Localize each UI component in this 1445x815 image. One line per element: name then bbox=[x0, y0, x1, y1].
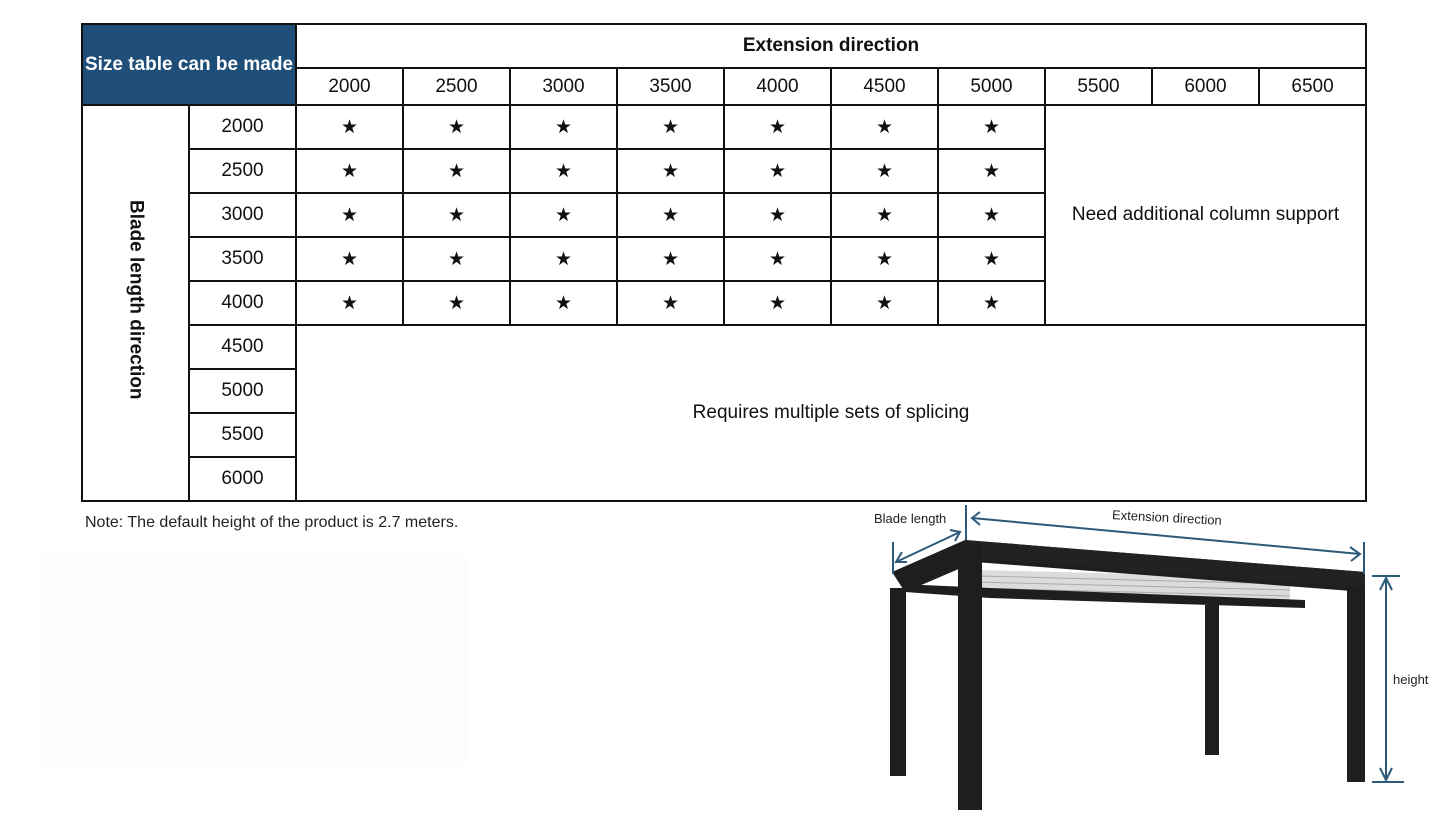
need-column-support-cell: Need additional column support bbox=[1043, 104, 1368, 326]
available-star-icon: ★ bbox=[937, 148, 1046, 194]
extension-column-header: 4500 bbox=[830, 67, 939, 106]
available-star-icon: ★ bbox=[509, 104, 618, 150]
table-row: 3500★★★★★★★ bbox=[82, 236, 1366, 282]
table-row: 2500★★★★★★★ bbox=[82, 148, 1366, 194]
height-label: height bbox=[1393, 672, 1429, 687]
available-star-icon: ★ bbox=[830, 104, 939, 150]
available-star-icon: ★ bbox=[402, 148, 511, 194]
extension-column-header: 3000 bbox=[509, 67, 618, 106]
extension-column-header: 5500 bbox=[1044, 67, 1153, 106]
blade-row-header: 3500 bbox=[188, 236, 297, 282]
available-star-icon: ★ bbox=[937, 236, 1046, 282]
available-star-icon: ★ bbox=[509, 280, 618, 326]
available-star-icon: ★ bbox=[723, 104, 832, 150]
blade-row-header: 2500 bbox=[188, 148, 297, 194]
available-star-icon: ★ bbox=[402, 280, 511, 326]
available-star-icon: ★ bbox=[295, 236, 404, 282]
available-star-icon: ★ bbox=[295, 148, 404, 194]
blade-row-header: 5500 bbox=[188, 412, 297, 458]
available-star-icon: ★ bbox=[616, 148, 725, 194]
table-row: 3000★★★★★★★ bbox=[82, 192, 1366, 238]
blank-panel bbox=[40, 555, 468, 765]
extension-column-header: 6500 bbox=[1257, 67, 1368, 106]
blade-length-direction-header: Blade length direction bbox=[81, 104, 190, 502]
available-star-icon: ★ bbox=[937, 280, 1046, 326]
blade-row-header: 4000 bbox=[188, 280, 297, 326]
extension-column-header: 2500 bbox=[402, 67, 511, 106]
splicing-required-cell: Requires multiple sets of splicing bbox=[294, 324, 1368, 502]
blade-row-header: 2000 bbox=[188, 104, 297, 150]
blade-row-header: 4500 bbox=[188, 324, 297, 370]
available-star-icon: ★ bbox=[723, 192, 832, 238]
available-star-icon: ★ bbox=[295, 280, 404, 326]
corner-header: Size table can be made bbox=[81, 23, 297, 106]
available-star-icon: ★ bbox=[723, 236, 832, 282]
available-star-icon: ★ bbox=[616, 104, 725, 150]
available-star-icon: ★ bbox=[509, 192, 618, 238]
blade-length-label: Blade length bbox=[874, 511, 947, 526]
blade-row-header: 6000 bbox=[188, 456, 297, 502]
height-note: Note: The default height of the product … bbox=[85, 514, 459, 531]
available-star-icon: ★ bbox=[295, 192, 404, 238]
available-star-icon: ★ bbox=[723, 148, 832, 194]
pergola-illustration-icon bbox=[890, 505, 1404, 810]
extension-column-header: 4000 bbox=[723, 67, 832, 106]
blade-row-header: 5000 bbox=[188, 368, 297, 414]
available-star-icon: ★ bbox=[402, 236, 511, 282]
table-row: 5000 bbox=[82, 368, 1366, 414]
blade-length-direction-text: Blade length direction bbox=[125, 200, 147, 400]
extension-column-header: 6000 bbox=[1151, 67, 1260, 106]
available-star-icon: ★ bbox=[402, 192, 511, 238]
pergola-diagram: Blade length Extension direction height bbox=[860, 500, 1445, 810]
available-star-icon: ★ bbox=[616, 236, 725, 282]
available-star-icon: ★ bbox=[402, 104, 511, 150]
extension-column-header: 2000 bbox=[295, 67, 404, 106]
size-table: Size table can be made Extension directi… bbox=[81, 23, 1368, 502]
extension-column-header: 3500 bbox=[616, 67, 725, 106]
available-star-icon: ★ bbox=[616, 192, 725, 238]
available-star-icon: ★ bbox=[830, 236, 939, 282]
blade-row-header: 3000 bbox=[188, 192, 297, 238]
available-star-icon: ★ bbox=[723, 280, 832, 326]
extension-direction-header: Extension direction bbox=[294, 23, 1368, 69]
available-star-icon: ★ bbox=[830, 192, 939, 238]
available-star-icon: ★ bbox=[830, 280, 939, 326]
available-star-icon: ★ bbox=[509, 236, 618, 282]
extension-column-header: 5000 bbox=[937, 67, 1046, 106]
available-star-icon: ★ bbox=[830, 148, 939, 194]
table-row: 4000★★★★★★★ bbox=[82, 280, 1366, 326]
available-star-icon: ★ bbox=[937, 192, 1046, 238]
available-star-icon: ★ bbox=[937, 104, 1046, 150]
available-star-icon: ★ bbox=[616, 280, 725, 326]
table-row: 5500 bbox=[82, 412, 1366, 458]
available-star-icon: ★ bbox=[295, 104, 404, 150]
table-row: 6000 bbox=[82, 456, 1366, 502]
available-star-icon: ★ bbox=[509, 148, 618, 194]
